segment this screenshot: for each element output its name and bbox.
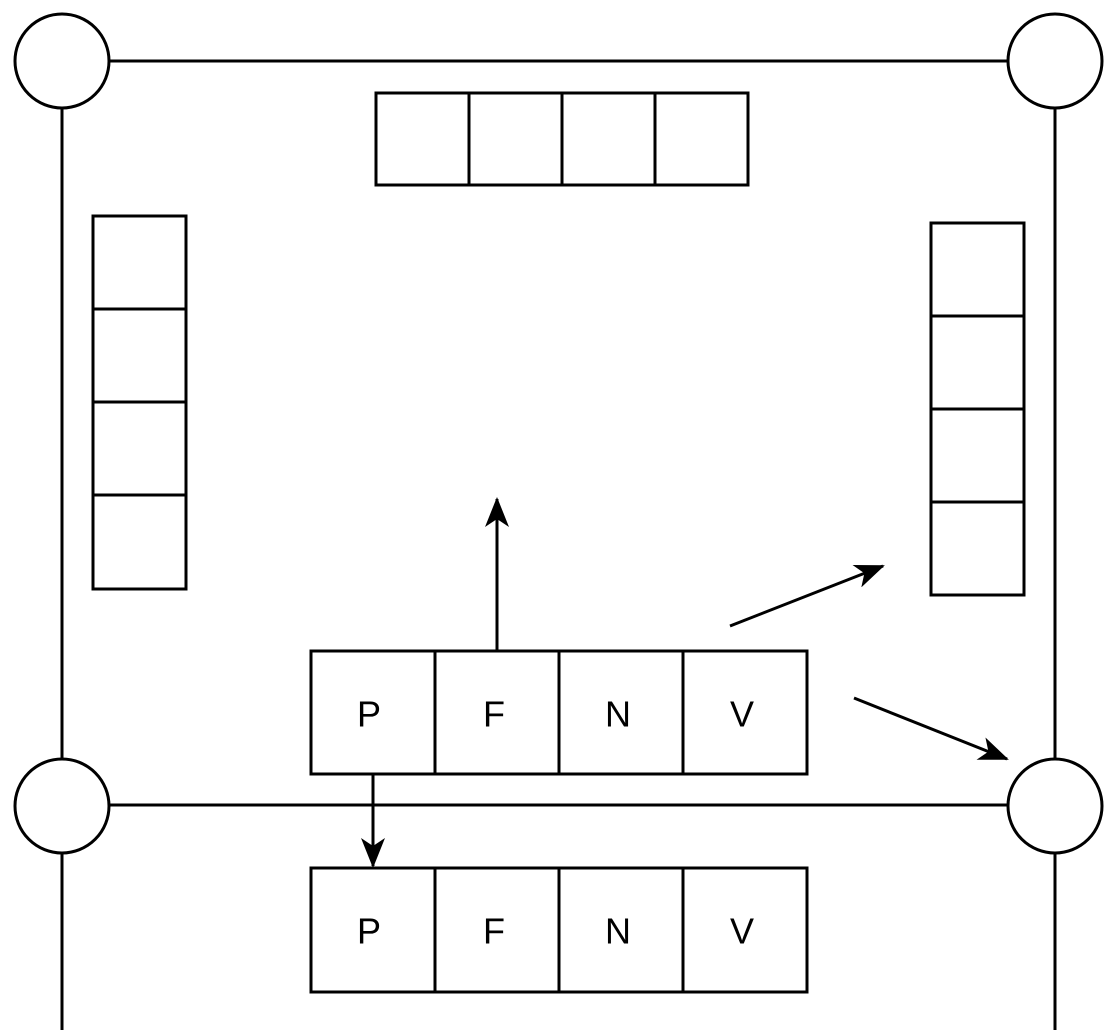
center-queue-label: P [357,694,381,735]
center-queue-cell-p [309,649,437,776]
left-queue [91,214,188,591]
center-queue-label: N [605,694,631,735]
top-queue-cell [560,91,657,187]
right-queue [929,221,1026,597]
bottom-queue-cell-f [433,866,561,994]
bottom-queue: P F N V [309,866,809,994]
bottom-queue-label: N [605,911,631,952]
arrow-to-right-queue [729,564,885,628]
center-queue-label: V [730,694,754,735]
right-queue-cell [929,500,1026,597]
top-queue-cell [653,91,750,187]
node-middle-right [1006,757,1104,855]
grid-lines [60,59,1057,1030]
left-queue-cell [91,493,188,591]
node-top-left [13,12,111,110]
arrows [361,497,1009,868]
center-queue: P F N V [309,649,809,776]
center-queue-cell-n [557,649,685,776]
bottom-queue-label: F [483,911,505,952]
top-queue-cell [374,91,471,187]
center-queue-cell-v [681,649,809,776]
left-queue-cell [91,400,188,497]
bottom-queue-cell-v [681,866,809,994]
left-queue-cell [91,307,188,404]
bottom-queue-label: P [357,911,381,952]
right-queue-cell [929,221,1026,318]
bottom-queue-label: V [730,911,754,952]
top-queue-cell [467,91,564,187]
node-top-right [1006,12,1104,110]
node-middle-left [13,757,111,855]
arrow-to-middle-right-node [853,696,1009,761]
corner-nodes [13,12,1104,855]
center-queue-label: F [483,694,505,735]
left-queue-cell [91,214,188,311]
right-queue-cell [929,314,1026,411]
top-queue [374,91,750,187]
center-queue-cell-f [433,649,561,776]
right-queue-cell [929,407,1026,504]
